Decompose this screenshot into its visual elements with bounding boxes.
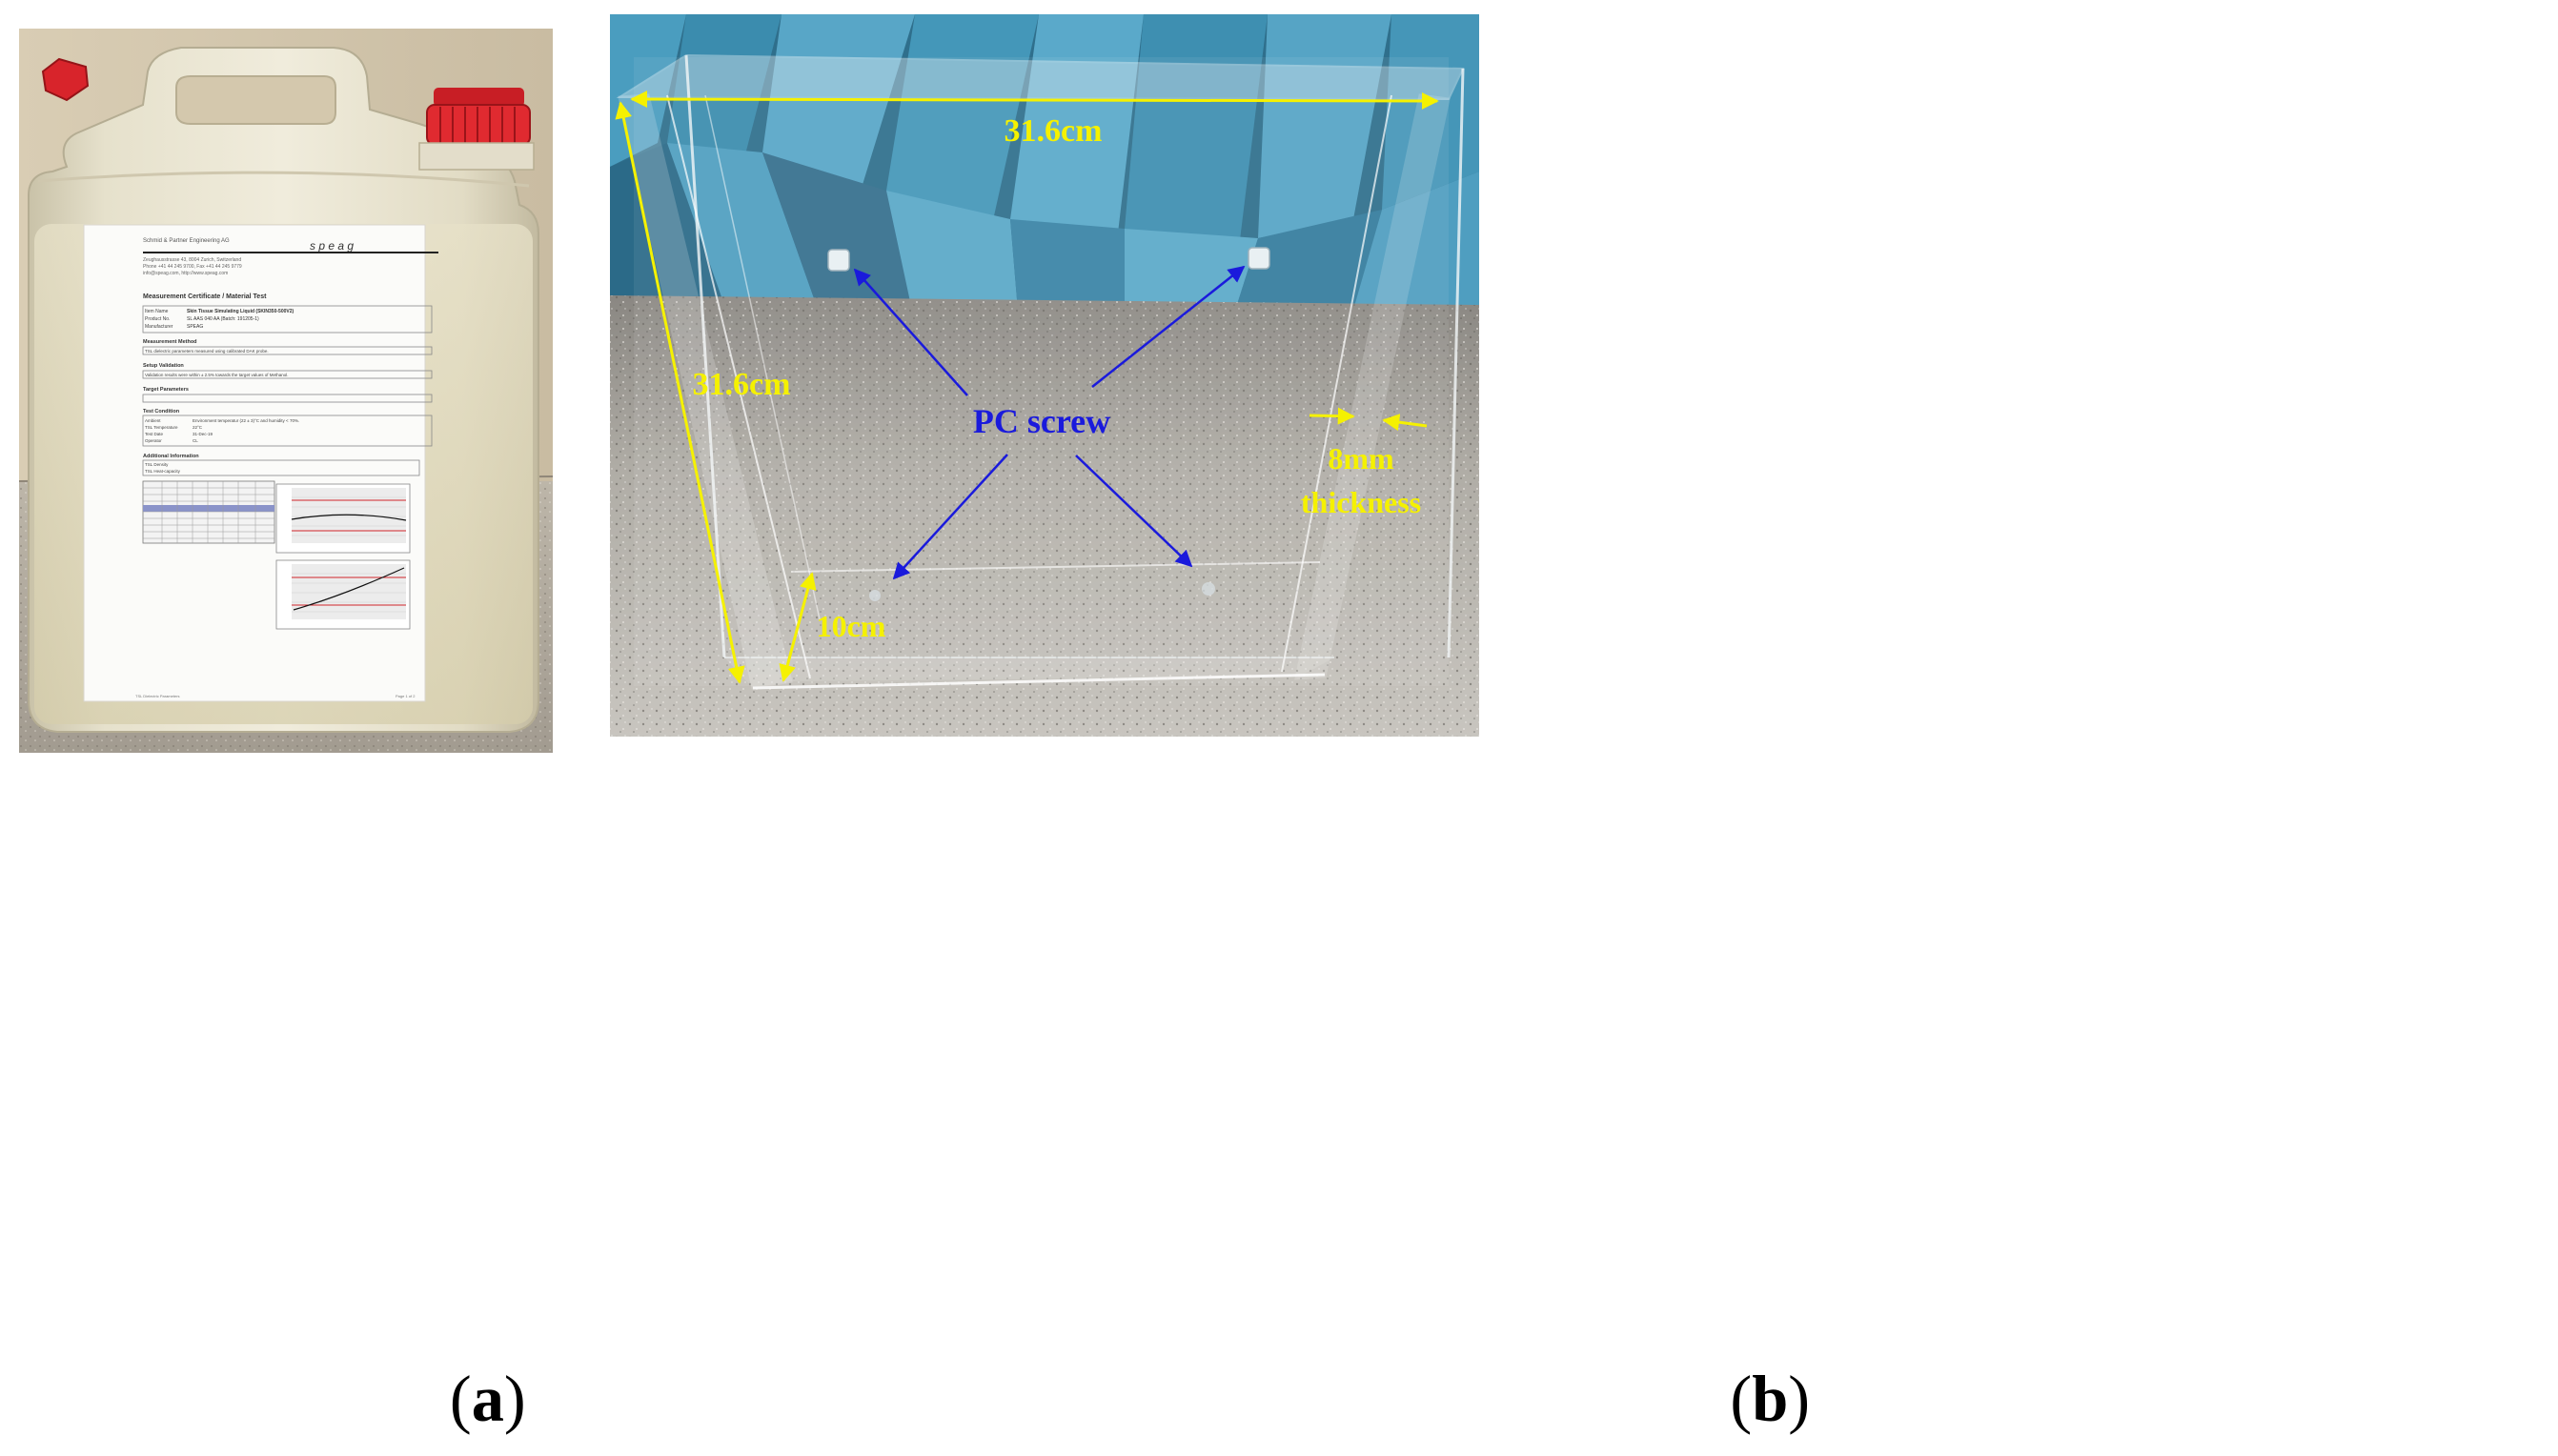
screw-left: [827, 249, 850, 272]
cert-target-heading: Target Parameters: [143, 387, 189, 393]
cert-company: Schmid & Partner Engineering AG: [143, 238, 230, 244]
cert-value-manufacturer: SPEAG: [187, 324, 203, 330]
dimension-depth: 10cm: [779, 572, 886, 682]
cert-setup-heading: Setup Validation: [143, 363, 184, 369]
pc-screw-callout: PC screw: [853, 265, 1246, 580]
cert-label-test-date: Test Date: [145, 432, 164, 436]
cert-label-product-no: Product No.: [145, 316, 170, 322]
cert-label-operator: Operator: [145, 438, 162, 443]
dimension-thickness: 8mm thickness: [1301, 407, 1428, 519]
cert-footer-right: Page 1 of 2: [396, 694, 416, 698]
cert-heading: Measurement Certificate / Material Test: [143, 293, 267, 300]
cert-label-heat: TSL Heat-capacity: [145, 469, 181, 474]
certificate-sheet: Schmid & Partner Engineering AG s p e a …: [83, 224, 438, 702]
cert-label-density: TSL Density: [145, 462, 169, 467]
cert-label-ambient: Ambient: [145, 418, 161, 423]
caption-letter-a: a: [471, 1362, 504, 1435]
thickness-label-line2: thickness: [1301, 485, 1421, 519]
pc-screw-label: PC screw: [973, 402, 1110, 440]
cert-value-tsl-temp: 22°C: [193, 425, 203, 430]
cert-label-tsl-temp: TSL Temperature: [145, 425, 178, 430]
cert-setup-text: Validation results were within ± 2.5% to…: [145, 373, 288, 377]
figure-canvas: Schmid & Partner Engineering AG s p e a …: [18, 14, 1479, 753]
cert-data-table: [142, 480, 275, 544]
cert-address: Zeughausstrasse 43, 8004 Zurich, Switzer…: [143, 257, 241, 263]
cert-value-item-name: Skin Tissue Simulating Liquid (SKIN350-5…: [187, 309, 294, 314]
dimension-left: 31.6cm: [615, 101, 791, 684]
cert-plot-permittivity: [275, 483, 411, 554]
dim-top-label: 31.6cm: [1005, 113, 1103, 149]
dim-depth-label: 10cm: [817, 609, 886, 643]
caption-panel-a: (a): [449, 1362, 526, 1435]
thickness-label-line1: 8mm: [1328, 441, 1394, 475]
cert-method-heading: Measurement Method: [143, 339, 197, 345]
caption-letter-b: b: [1752, 1362, 1789, 1435]
panel-a-photo: Schmid & Partner Engineering AG s p e a …: [18, 29, 554, 753]
panel-b-photo: 31.6cm 31.6cm 10cm 8mm thickness PC scre…: [610, 14, 1479, 737]
cert-label-manufacturer: Manufacturer: [145, 324, 173, 330]
cert-additional-heading: Additional Information: [143, 454, 199, 459]
cert-value-ambient: Environment temperatur (22 ± 3)°C and hu…: [193, 418, 299, 423]
cert-test-heading: Test Condition: [143, 409, 180, 415]
cert-label-item-name: Item Name: [145, 309, 169, 314]
dimension-top: 31.6cm: [630, 91, 1439, 149]
caption-panel-b: (b): [1730, 1362, 1811, 1435]
screw-right: [1248, 247, 1270, 270]
cert-footer-left: TSL Dielectric Parameters: [135, 694, 180, 698]
cert-value-operator: CL: [193, 438, 198, 443]
cert-value-product-no: SL AAS 040 AA (Batch: 191205-1): [187, 316, 259, 322]
cert-plot-conductivity: [275, 559, 411, 630]
cert-value-test-date: 31-Dec-19: [193, 432, 213, 436]
cert-brand: s p e a g: [310, 239, 354, 253]
cert-web: info@speag.com, http://www.speag.com: [143, 271, 228, 276]
cert-phone: Phone +41 44 245 9700, Fax +41 44 245 97…: [143, 264, 242, 270]
cert-method-text: TSL dielectric parameters measured using…: [145, 349, 269, 354]
dim-left-label: 31.6cm: [693, 367, 791, 402]
